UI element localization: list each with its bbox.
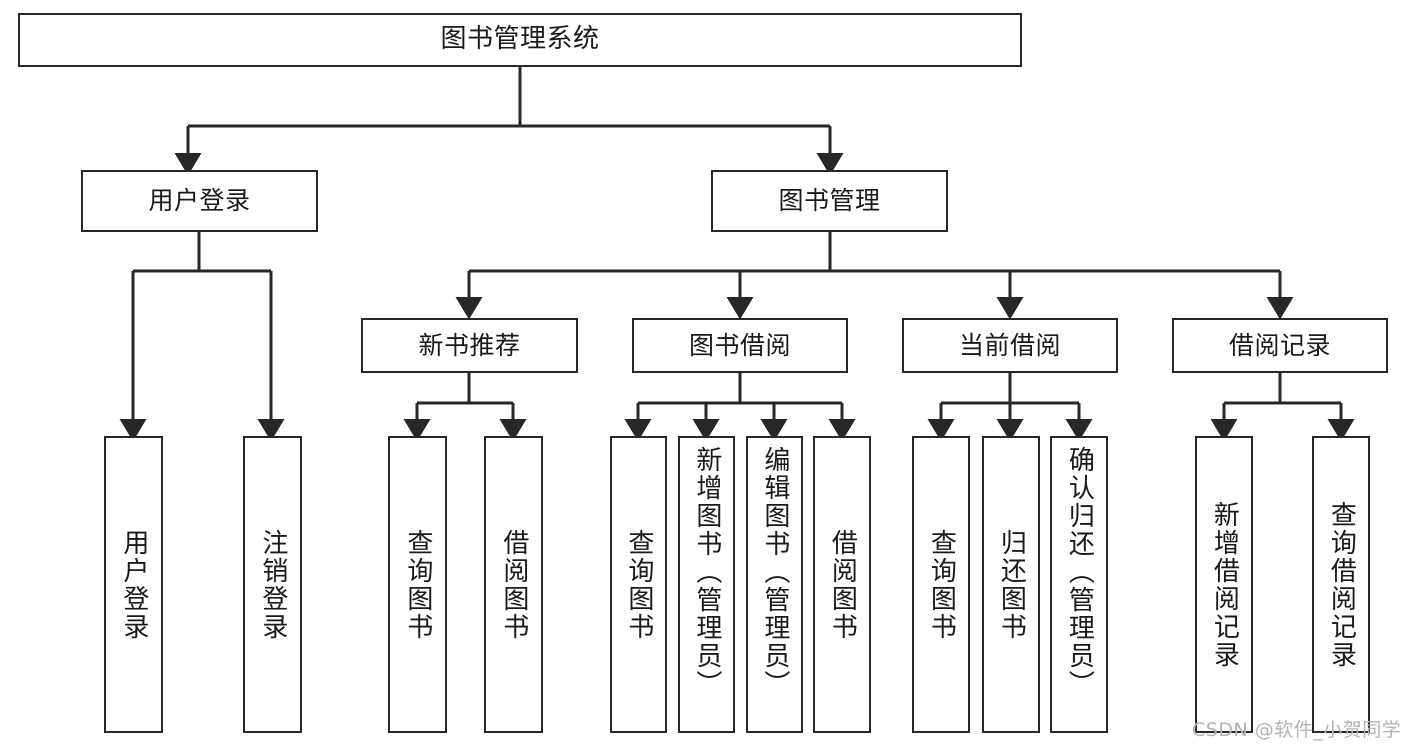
node-leaf-logout-login[interactable]: 注销登录 bbox=[243, 436, 302, 733]
node-user-login[interactable]: 用户登录 bbox=[81, 170, 318, 232]
node-label: 当前借阅 bbox=[958, 330, 1061, 360]
node-leaf-query-book-1[interactable]: 查询图书 bbox=[388, 436, 447, 733]
node-leaf-user-login[interactable]: 用户登录 bbox=[104, 436, 163, 733]
node-leaf-query-book-2[interactable]: 查询图书 bbox=[610, 436, 667, 733]
node-book-borrow[interactable]: 图书借阅 bbox=[632, 318, 848, 373]
node-label: 用户登录 bbox=[148, 186, 251, 215]
node-label: 注销登录 bbox=[257, 528, 288, 641]
node-label: 借阅图书 bbox=[498, 528, 529, 641]
csdn-watermark: CSDN @软件_小贺同学 bbox=[1192, 719, 1402, 741]
node-leaf-query-book-3[interactable]: 查询图书 bbox=[912, 436, 970, 733]
node-label: 图书管理 bbox=[778, 186, 881, 215]
node-label: 借阅记录 bbox=[1228, 330, 1331, 360]
node-leaf-borrow-book-2[interactable]: 借阅图书 bbox=[813, 436, 871, 733]
node-borrow-record[interactable]: 借阅记录 bbox=[1172, 318, 1388, 373]
node-label: 图书借阅 bbox=[688, 330, 791, 360]
node-label: 新书推荐 bbox=[418, 330, 521, 360]
node-leaf-add-book[interactable]: 新增图书（管理员） bbox=[678, 436, 735, 733]
node-label: 编辑图书（管理员） bbox=[759, 446, 790, 698]
node-label: 图书管理系统 bbox=[440, 24, 600, 55]
node-book-management[interactable]: 图书管理 bbox=[711, 170, 948, 232]
node-leaf-confirm-return[interactable]: 确认归还（管理员） bbox=[1050, 436, 1108, 733]
node-leaf-return-book[interactable]: 归还图书 bbox=[982, 436, 1040, 733]
node-label: 查询图书 bbox=[926, 528, 957, 641]
node-leaf-borrow-book-1[interactable]: 借阅图书 bbox=[484, 436, 543, 733]
node-label: 查询图书 bbox=[623, 528, 654, 641]
node-leaf-edit-book[interactable]: 编辑图书（管理员） bbox=[746, 436, 803, 733]
node-label: 查询借阅记录 bbox=[1326, 500, 1357, 669]
node-label: 确认归还（管理员） bbox=[1064, 446, 1095, 698]
node-label: 新增图书（管理员） bbox=[691, 446, 722, 698]
node-label: 归还图书 bbox=[996, 528, 1027, 641]
node-label: 查询图书 bbox=[402, 528, 433, 641]
node-new-book-recommend[interactable]: 新书推荐 bbox=[361, 318, 578, 373]
node-root-system[interactable]: 图书管理系统 bbox=[18, 13, 1022, 67]
node-current-borrow[interactable]: 当前借阅 bbox=[902, 318, 1118, 373]
node-label: 借阅图书 bbox=[827, 528, 858, 641]
node-leaf-query-record[interactable]: 查询借阅记录 bbox=[1312, 436, 1370, 733]
node-label: 新增借阅记录 bbox=[1209, 500, 1240, 669]
node-label: 用户登录 bbox=[118, 528, 149, 641]
node-leaf-add-record[interactable]: 新增借阅记录 bbox=[1195, 436, 1253, 733]
